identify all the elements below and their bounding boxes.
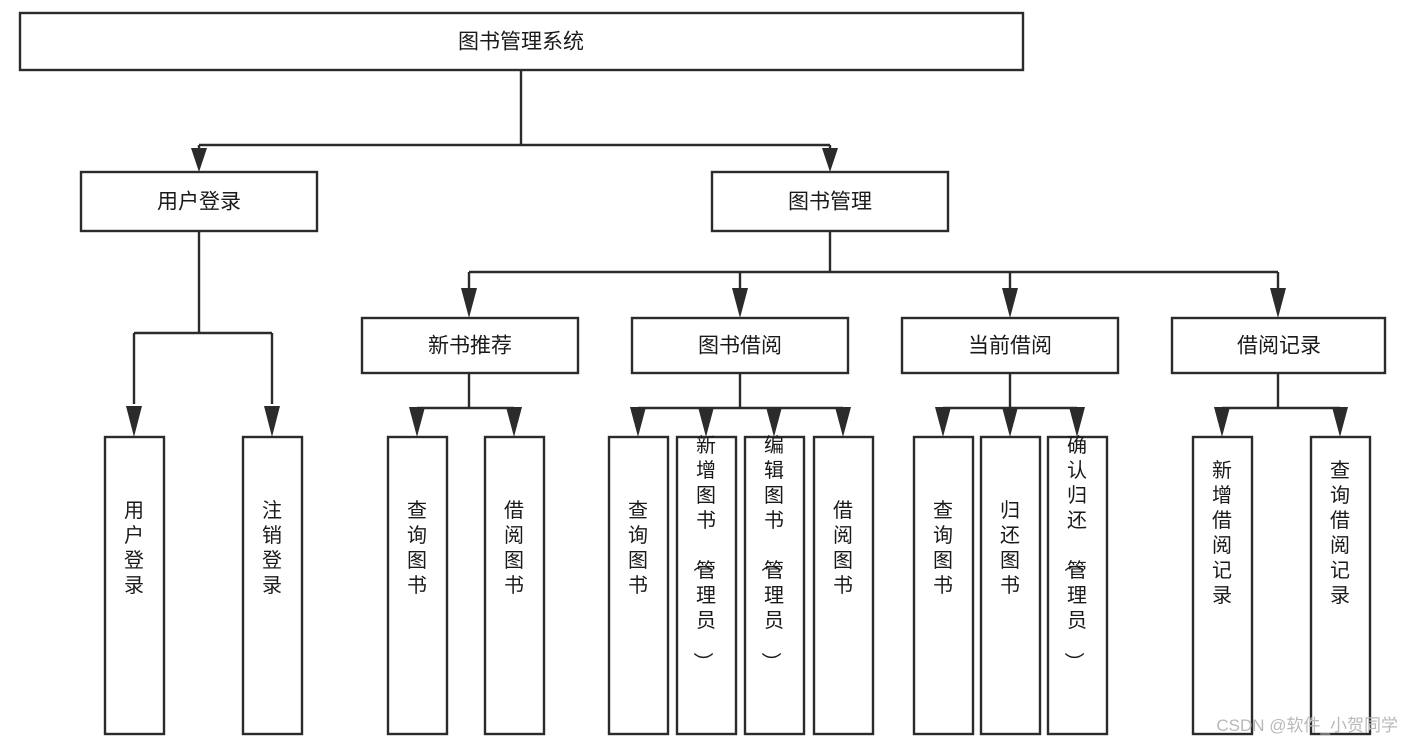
leaf-recommend-borrow-book[interactable]: 借阅图书 bbox=[483, 435, 546, 736]
leaf-current-return-book-label: 归还图书 bbox=[1000, 499, 1020, 597]
arrow-to-new-book-recommend bbox=[461, 288, 477, 318]
arrow-to-current-borrow bbox=[1002, 288, 1018, 318]
arrow-to-user-login bbox=[191, 148, 207, 172]
node-borrow-record-box[interactable] bbox=[1170, 316, 1387, 375]
leaf-recommend-query-book-box[interactable] bbox=[386, 435, 449, 736]
leaf-record-query[interactable]: 查询借阅记录 bbox=[1309, 435, 1372, 736]
leaf-borrow-query-book-label: 查询图书 bbox=[628, 499, 648, 597]
arrow-to-leaf-borrow-edit bbox=[766, 407, 782, 437]
leaf-user-login-box[interactable] bbox=[103, 435, 166, 736]
arrow-to-leaf-record-add bbox=[1214, 407, 1230, 437]
node-book-management-label: 图书管理 bbox=[788, 191, 872, 214]
leaf-logout-box[interactable] bbox=[241, 435, 304, 736]
leaf-logout[interactable]: 注销登录 bbox=[241, 435, 304, 736]
leaf-borrow-query-book[interactable]: 查询图书 bbox=[607, 435, 670, 736]
leaf-record-query-box[interactable] bbox=[1309, 435, 1372, 736]
leaf-borrow-borrow-book[interactable]: 借阅图书 bbox=[812, 435, 875, 736]
leaf-record-add-box[interactable] bbox=[1191, 435, 1254, 736]
arrow-to-book-mgmt bbox=[822, 148, 838, 172]
leaf-current-query-book-box[interactable] bbox=[912, 435, 975, 736]
node-new-book-recommend[interactable]: 新书推荐 bbox=[360, 316, 580, 375]
node-root[interactable]: 图书管理系统 bbox=[18, 11, 1025, 72]
leaf-borrow-query-book-box[interactable] bbox=[607, 435, 670, 736]
node-user-login-label: 用户登录 bbox=[157, 191, 241, 214]
node-book-borrow-box[interactable] bbox=[630, 316, 850, 375]
arrow-to-book-borrow bbox=[732, 288, 748, 318]
arrow-to-leaf-user-login bbox=[126, 406, 142, 437]
node-current-borrow[interactable]: 当前借阅 bbox=[900, 316, 1120, 375]
arrow-to-leaf-recommend-borrow bbox=[506, 407, 522, 437]
leaf-recommend-borrow-book-label: 借阅图书 bbox=[504, 499, 524, 597]
leaf-record-query-label: 查询借阅记录 bbox=[1330, 459, 1350, 607]
arrow-to-leaf-current-return bbox=[1002, 407, 1018, 437]
leaf-user-login[interactable]: 用户登录 bbox=[103, 435, 166, 736]
leaf-current-return-book-box[interactable] bbox=[979, 435, 1042, 736]
leaf-logout-label: 注销登录 bbox=[262, 499, 282, 597]
node-borrow-record[interactable]: 借阅记录 bbox=[1170, 316, 1387, 375]
leaf-borrow-add-book[interactable]: 新增图书（管理员） bbox=[675, 434, 738, 736]
node-book-management[interactable]: 图书管理 bbox=[710, 170, 950, 233]
leaf-recommend-borrow-book-box[interactable] bbox=[483, 435, 546, 736]
node-current-borrow-box[interactable] bbox=[900, 316, 1120, 375]
arrow-to-leaf-recommend-query bbox=[409, 407, 425, 437]
arrow-to-leaf-logout bbox=[264, 406, 280, 437]
node-user-login[interactable]: 用户登录 bbox=[79, 170, 319, 233]
leaf-current-return-book[interactable]: 归还图书 bbox=[979, 435, 1042, 736]
node-new-book-recommend-box[interactable] bbox=[360, 316, 580, 375]
arrow-to-leaf-borrow-borrow bbox=[835, 407, 851, 437]
arrow-to-leaf-current-query bbox=[935, 407, 951, 437]
leaf-borrow-add-book-label: 新增图书（管理员） bbox=[691, 434, 716, 672]
arrow-to-leaf-record-query bbox=[1332, 407, 1348, 437]
node-new-book-recommend-label: 新书推荐 bbox=[428, 335, 512, 358]
arrow-to-leaf-borrow-add bbox=[698, 407, 714, 437]
leaf-borrow-edit-book-label: 编辑图书（管理员） bbox=[759, 434, 784, 672]
leaf-recommend-query-book[interactable]: 查询图书 bbox=[386, 435, 449, 736]
node-book-borrow[interactable]: 图书借阅 bbox=[630, 316, 850, 375]
node-root-label: 图书管理系统 bbox=[458, 31, 584, 54]
leaf-current-confirm-return-box[interactable] bbox=[1046, 435, 1109, 736]
node-book-management-box[interactable] bbox=[710, 170, 950, 233]
leaf-borrow-borrow-book-box[interactable] bbox=[812, 435, 875, 736]
leaf-current-query-book[interactable]: 查询图书 bbox=[912, 435, 975, 736]
arrow-to-leaf-borrow-query bbox=[630, 407, 646, 437]
node-root-box[interactable] bbox=[18, 11, 1025, 72]
leaf-borrow-edit-book-box[interactable] bbox=[743, 435, 806, 736]
leaf-user-login-label: 用户登录 bbox=[124, 500, 144, 597]
node-book-borrow-label: 图书借阅 bbox=[698, 335, 782, 358]
leaf-borrow-borrow-book-label: 借阅图书 bbox=[833, 499, 853, 597]
leaf-record-add-label: 新增借阅记录 bbox=[1212, 459, 1232, 607]
leaf-borrow-edit-book[interactable]: 编辑图书（管理员） bbox=[743, 434, 806, 736]
leaf-recommend-query-book-label: 查询图书 bbox=[407, 499, 427, 597]
leaf-borrow-add-book-box[interactable] bbox=[675, 435, 738, 736]
connector-layer bbox=[126, 70, 1348, 437]
leaf-current-confirm-return-label: 确认归还（管理员） bbox=[1062, 434, 1087, 672]
node-user-login-box[interactable] bbox=[79, 170, 319, 233]
leaf-current-query-book-label: 查询图书 bbox=[933, 499, 953, 597]
arrow-to-borrow-record bbox=[1270, 288, 1286, 318]
arrow-to-leaf-current-confirm bbox=[1069, 407, 1085, 437]
watermark-label: CSDN @软件_小贺同学 bbox=[1216, 716, 1398, 735]
node-current-borrow-label: 当前借阅 bbox=[968, 335, 1052, 358]
leaf-record-add[interactable]: 新增借阅记录 bbox=[1191, 435, 1254, 736]
node-borrow-record-label: 借阅记录 bbox=[1237, 335, 1321, 358]
leaf-current-confirm-return[interactable]: 确认归还（管理员） bbox=[1046, 434, 1109, 736]
